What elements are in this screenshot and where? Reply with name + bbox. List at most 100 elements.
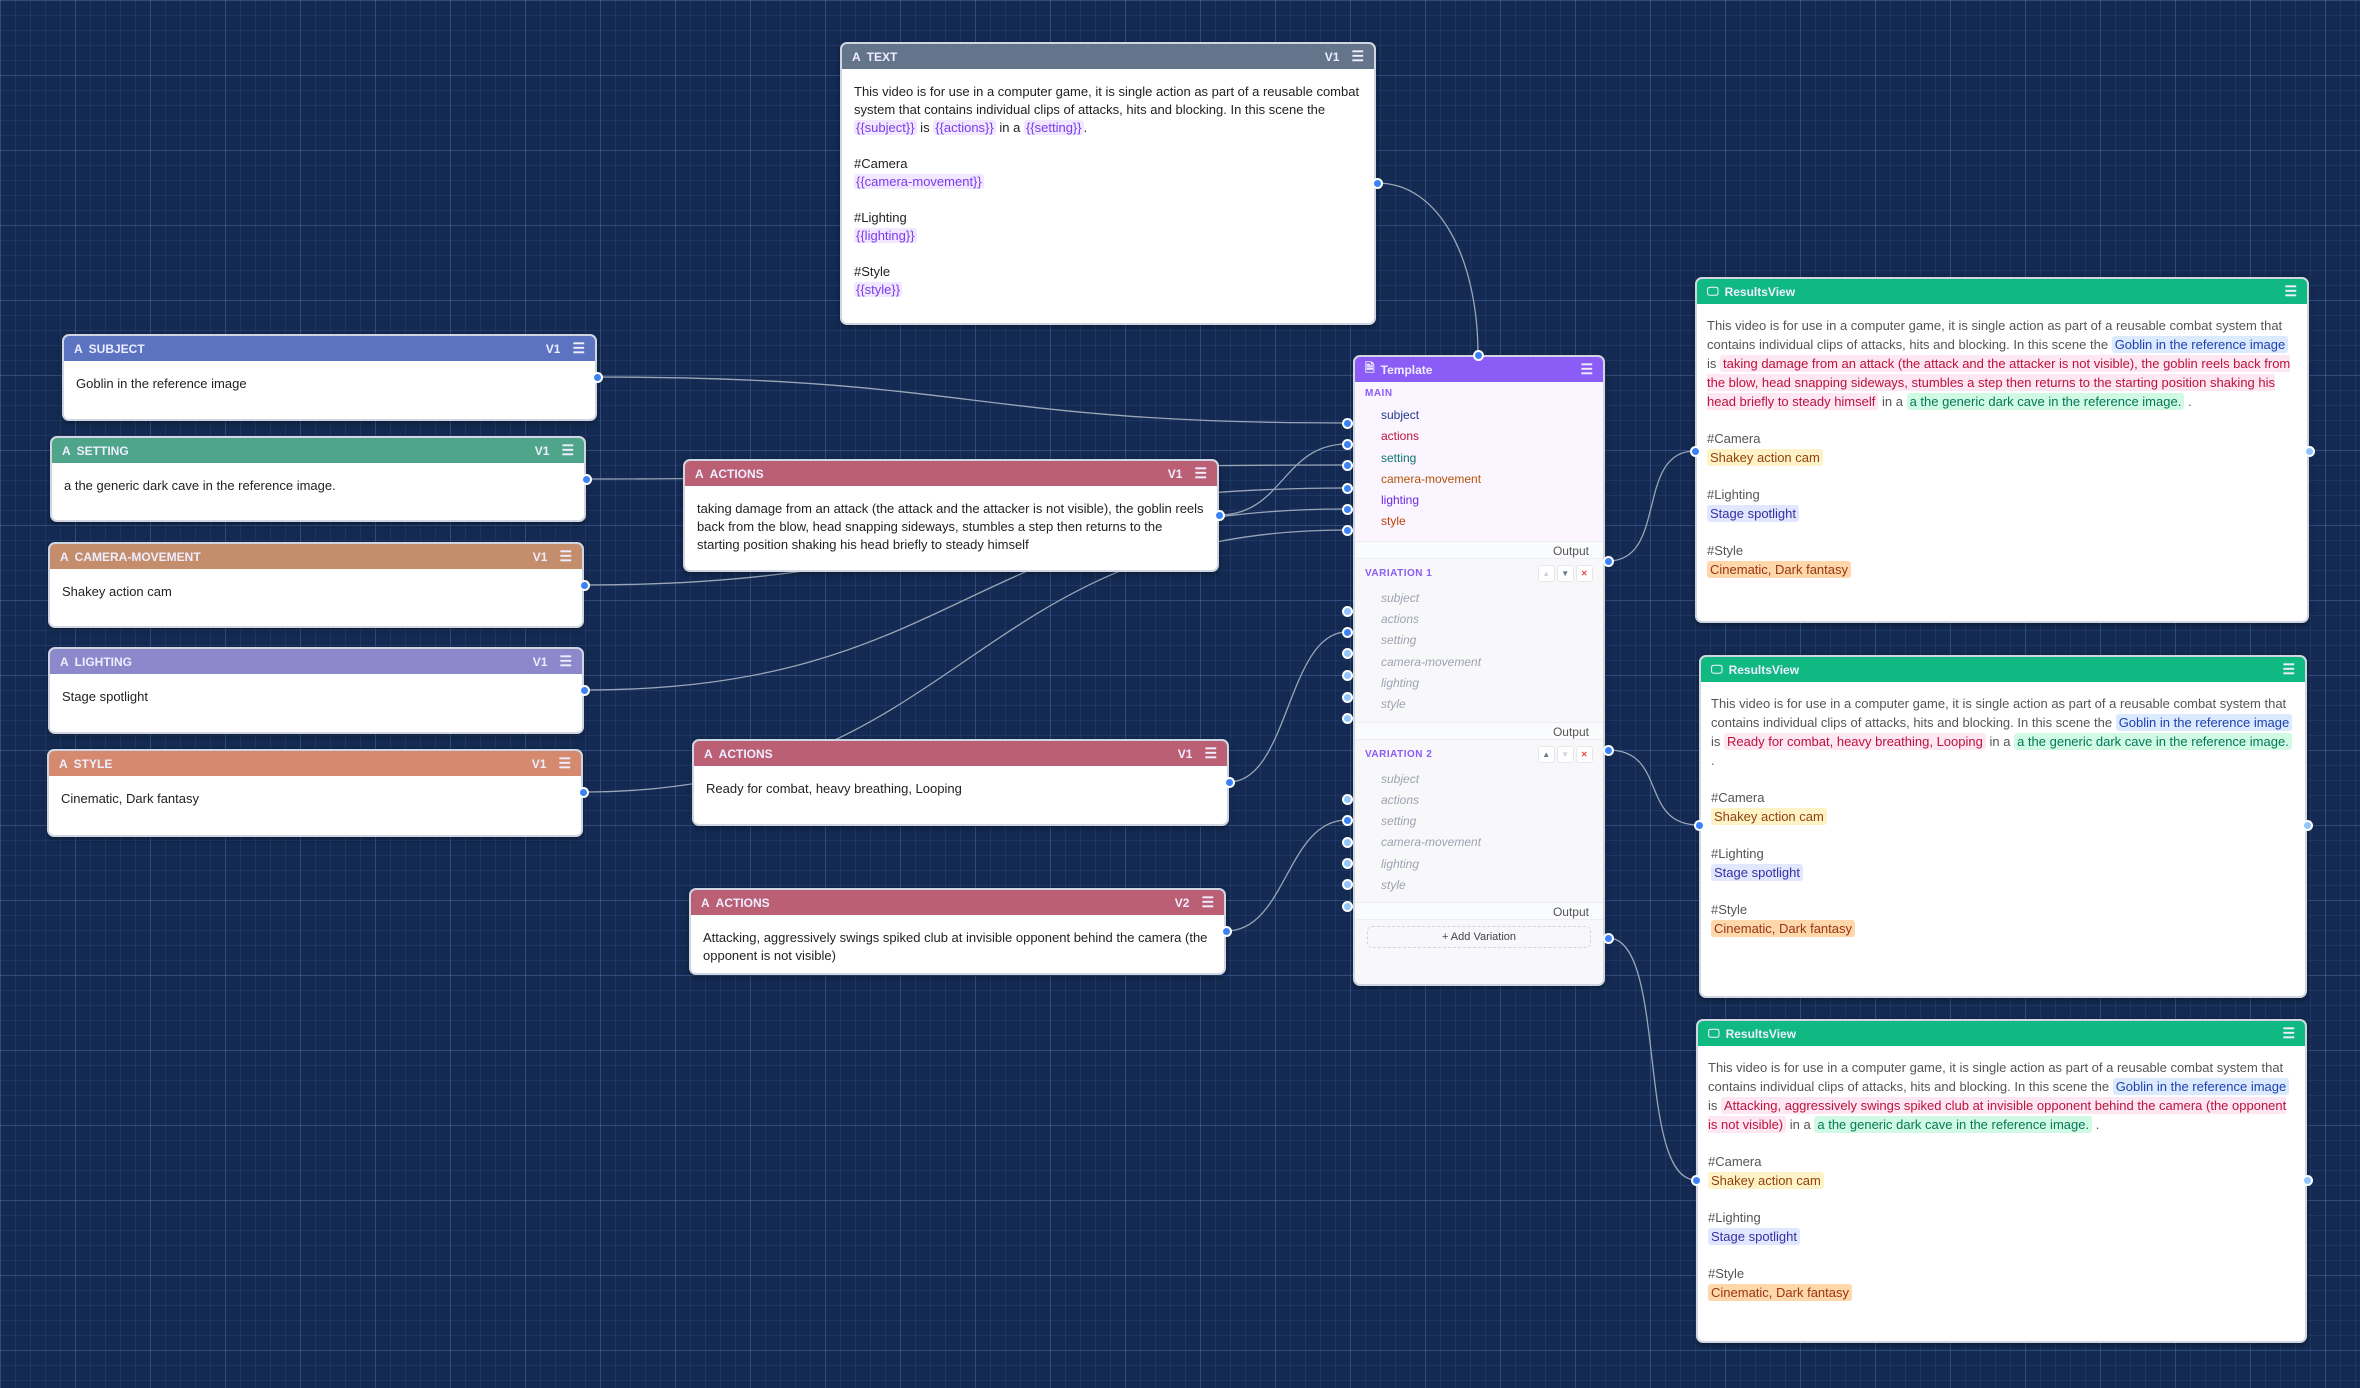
variable-token: {{setting}} [1023,120,1084,135]
text-fragment: is [1711,734,1721,749]
version-badge[interactable]: v1 [531,756,547,771]
version-badge[interactable]: v1 [545,341,561,356]
main-subject-port[interactable] [1341,417,1353,429]
menu-icon[interactable]: ☰ [1204,745,1217,761]
menu-icon[interactable]: ☰ [572,340,585,356]
variation-field-camera-movement: camera-movement [1381,835,1482,850]
menu-icon[interactable]: ☰ [1194,465,1207,481]
actions1-output-port[interactable] [1213,509,1225,521]
menu-icon[interactable]: ☰ [2284,283,2297,299]
node-text[interactable]: Stage spotlight [62,689,149,704]
section-label: MAIN [1365,388,1393,399]
style-output-port[interactable] [577,786,589,798]
results-input-port-3[interactable] [1690,1174,1702,1186]
main-lighting-port[interactable] [1341,503,1353,515]
menu-icon[interactable]: ☰ [559,548,572,564]
subject-output-port[interactable] [591,371,603,383]
variation-1-setting-port[interactable] [1341,647,1353,659]
variation-1-style-port[interactable] [1341,712,1353,724]
variation-2-lighting-port[interactable] [1341,878,1353,890]
variation-2-actions-port[interactable] [1341,814,1353,826]
text-fragment: This video is for use in a computer game… [1707,318,2283,352]
version-badge[interactable]: v2 [1174,895,1190,910]
lighting-output-port[interactable] [578,684,590,696]
template-output-port-3[interactable] [1602,932,1614,944]
setting-output-port[interactable] [580,473,592,485]
results-output-port-3[interactable] [2301,1174,2313,1186]
main-camera-movement-port[interactable] [1341,482,1353,494]
menu-icon[interactable]: ☰ [561,442,574,458]
variation-2-setting-port[interactable] [1341,836,1353,848]
delete-variation-button[interactable]: ✕ [1576,564,1593,582]
node-text[interactable]: a the generic dark cave in the reference… [64,478,336,493]
move-up-button[interactable]: ▲ [1538,745,1555,763]
actions2-output-port[interactable] [1223,776,1235,788]
actions1-node: AACTIONSv1☰taking damage from an attack … [683,459,1219,572]
actions3-node: AACTIONSv2☰Attacking, aggressively swing… [689,888,1226,975]
node-text[interactable]: Shakey action cam [62,584,172,599]
menu-icon[interactable]: ☰ [559,653,572,669]
variation-1-lighting-port[interactable] [1341,691,1353,703]
style-value-chip: Cinematic, Dark fantasy [1708,1284,1852,1301]
node-text[interactable]: Ready for combat, heavy breathing, Loopi… [706,781,962,796]
node-title: ACTIONS [715,895,770,910]
menu-icon[interactable]: ☰ [1201,894,1214,910]
node-header: ALIGHTINGv1☰ [50,649,582,674]
variation-2-subject-port[interactable] [1341,793,1353,805]
main-style-port[interactable] [1341,524,1353,536]
text-output-port[interactable] [1371,177,1383,189]
variation-1-camera-movement-port[interactable] [1341,669,1353,681]
node-title: STYLE [73,756,113,771]
text-node-body[interactable]: This video is for use in a computer game… [842,69,1374,313]
results-input-port-2[interactable] [1693,819,1705,831]
node-text[interactable]: taking damage from an attack (the attack… [697,501,1204,552]
version-badge[interactable]: v1 [1167,466,1183,481]
node-text[interactable]: Goblin in the reference image [76,376,247,391]
delete-variation-button[interactable]: ✕ [1576,745,1593,763]
variation-1-subject-port[interactable] [1341,605,1353,617]
main-actions-port[interactable] [1341,438,1353,450]
template-output-port-1[interactable] [1602,555,1614,567]
subject-node: ASUBJECTv1☰Goblin in the reference image [62,334,597,421]
node-text[interactable]: Cinematic, Dark fantasy [61,791,199,806]
variation-2-camera-movement-port[interactable] [1341,857,1353,869]
edge-subject [596,376,1348,424]
subject-value-chip: Goblin in the reference image [2112,1078,2290,1095]
node-text[interactable]: Attacking, aggressively swings spiked cl… [703,930,1208,963]
setting-value-chip: a the generic dark cave in the reference… [2014,733,2292,750]
section-heading: #Style [1707,543,1744,558]
menu-icon[interactable]: ☰ [2282,1025,2295,1041]
node-header: 🖵ResultsView☰ [1697,279,2307,304]
menu-icon[interactable]: ☰ [1580,361,1593,377]
variation-2-style-port[interactable] [1341,900,1353,912]
move-down-button[interactable]: ▼ [1557,564,1574,582]
results-output-port-2[interactable] [2301,819,2313,831]
rendered-prompt: This video is for use in a computer game… [1708,1058,2295,1134]
lighting-node: ALIGHTINGv1☰Stage spotlight [48,647,584,734]
menu-icon[interactable]: ☰ [2282,661,2295,677]
camera-output-port[interactable] [578,579,590,591]
menu-icon[interactable]: ☰ [1351,48,1364,64]
actions3-output-port[interactable] [1220,925,1232,937]
move-down-button[interactable]: ▼ [1557,745,1574,763]
menu-icon[interactable]: ☰ [558,755,571,771]
move-up-button[interactable]: ▲ [1538,564,1555,582]
section-heading: #Style [1708,1266,1745,1281]
version-badge[interactable]: v1 [1324,49,1340,64]
main-setting-port[interactable] [1341,459,1353,471]
template-output-port-2[interactable] [1602,744,1614,756]
version-badge[interactable]: v1 [532,549,548,564]
version-badge[interactable]: v1 [532,654,548,669]
variation-1-actions-port[interactable] [1341,626,1353,638]
results-input-port-1[interactable] [1689,445,1701,457]
main-field-camera-movement: camera-movement [1381,471,1482,486]
node-header: ASETTINGv1☰ [52,438,584,463]
results-output-port-1[interactable] [2303,445,2315,457]
node-title: SUBJECT [88,341,145,356]
version-badge[interactable]: v1 [534,443,550,458]
add-variation-button[interactable]: + Add Variation [1367,926,1591,949]
version-badge[interactable]: v1 [1177,746,1193,761]
template-input-port[interactable] [1472,349,1484,361]
edge-output-2 [1607,749,1700,826]
